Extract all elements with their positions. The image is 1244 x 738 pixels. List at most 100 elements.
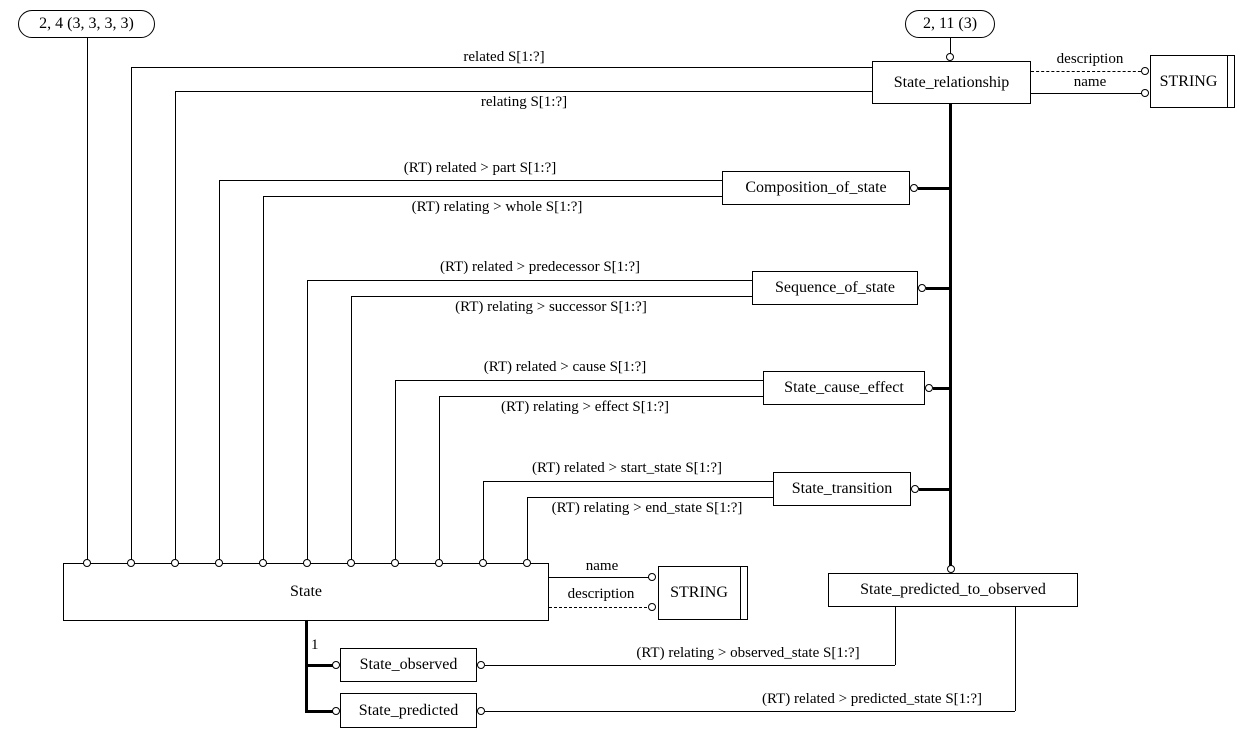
entity-state-relationship-label: State_relationship xyxy=(893,73,1010,91)
subtype-stub-predicted xyxy=(305,710,333,713)
circle-predicted-state-at-predicted xyxy=(477,707,485,715)
entity-state-transition: State_transition xyxy=(773,472,911,506)
entity-state-transition-label: State_transition xyxy=(791,480,893,497)
label-part: (RT) related > part S[1:?] xyxy=(403,160,557,176)
line-end-state-drop xyxy=(527,497,528,563)
line-name-top xyxy=(1031,93,1146,94)
line-description-bottom-dashed xyxy=(549,607,652,608)
line-part xyxy=(219,180,722,181)
label-predicted-state: (RT) related > predicted_state S[1:?] xyxy=(762,691,982,707)
circle-subtype-cause-effect xyxy=(925,384,933,392)
entity-state-cause-effect-label: State_cause_effect xyxy=(784,379,904,396)
circle-subtype-sequence xyxy=(918,284,926,292)
circle-subtype-transition xyxy=(911,485,919,493)
entity-state-observed-label: State_observed xyxy=(359,656,458,673)
label-start-state: (RT) related > start_state S[1:?] xyxy=(532,460,722,476)
entity-state-relationship: State_relationship xyxy=(872,61,1031,104)
line-cause xyxy=(395,380,763,381)
circle-subtype-composition xyxy=(910,184,918,192)
circle-relating-at-state xyxy=(171,559,179,567)
line-observed-state-riser xyxy=(895,607,896,665)
label-relating: relating S[1:?] xyxy=(480,94,568,110)
line-description-top-dashed xyxy=(1031,71,1146,72)
circle-end-state-at-state xyxy=(523,559,531,567)
label-related: related S[1:?] xyxy=(463,49,545,65)
line-successor-drop xyxy=(351,296,352,563)
supertype-line-state-relationship xyxy=(949,104,952,567)
line-pageref-relationship-drop xyxy=(950,38,951,57)
circle-description-at-string-top xyxy=(1141,67,1149,75)
label-name-bottom: name xyxy=(585,558,619,574)
entity-composition-of-state: Composition_of_state xyxy=(722,171,910,205)
circle-part-at-state xyxy=(215,559,223,567)
label-end-state: (RT) relating > end_state S[1:?] xyxy=(551,500,743,516)
label-whole: (RT) relating > whole S[1:?] xyxy=(411,199,583,215)
line-observed-state xyxy=(485,665,895,666)
entity-sequence-of-state-label: Sequence_of_state xyxy=(775,279,895,296)
circle-cause-at-state xyxy=(391,559,399,567)
page-ref-state: 2, 4 (3, 3, 3, 3) xyxy=(18,10,155,38)
entity-state-predicted-to-observed: State_predicted_to_observed xyxy=(828,573,1078,607)
entity-state-observed: State_observed xyxy=(340,648,477,682)
circle-subtype-predicted-to-observed xyxy=(947,565,955,573)
line-related xyxy=(131,67,872,68)
circle-related-at-state xyxy=(127,559,135,567)
line-effect-drop xyxy=(439,396,440,563)
line-predecessor-drop xyxy=(307,280,308,563)
circle-name-at-string-top xyxy=(1141,89,1149,97)
supertype-line-state xyxy=(305,621,308,713)
defined-type-double-line xyxy=(1227,56,1228,107)
circle-subtype-predicted xyxy=(332,707,340,715)
type-string-bottom-label: STRING xyxy=(670,584,728,601)
label-subtype-constraint-one: 1 xyxy=(311,637,319,653)
entity-state-predicted: State_predicted xyxy=(340,693,477,728)
line-start-state xyxy=(483,481,773,482)
type-string-top-label: STRING xyxy=(1159,72,1218,90)
line-successor xyxy=(351,296,752,297)
circle-start-state-at-state xyxy=(479,559,487,567)
line-predecessor xyxy=(307,280,752,281)
circle-predecessor-at-state xyxy=(303,559,311,567)
label-name-top: name xyxy=(1073,74,1107,90)
line-name-bottom xyxy=(549,577,652,578)
entity-composition-of-state-label: Composition_of_state xyxy=(745,179,887,196)
subtype-stub-cause-effect xyxy=(933,387,952,390)
circle-whole-at-state xyxy=(259,559,267,567)
label-effect: (RT) relating > effect S[1:?] xyxy=(500,399,670,415)
label-description-bottom: description xyxy=(567,586,635,602)
line-pageref-state-drop xyxy=(87,38,88,563)
line-related-drop xyxy=(131,67,132,563)
line-part-drop xyxy=(219,180,220,563)
line-whole-drop xyxy=(263,196,264,563)
label-observed-state: (RT) relating > observed_state S[1:?] xyxy=(636,645,860,661)
line-relating xyxy=(175,91,872,92)
subtype-stub-composition xyxy=(918,187,952,190)
subtype-stub-transition xyxy=(919,488,952,491)
line-end-state xyxy=(527,497,773,498)
circle-successor-at-state xyxy=(347,559,355,567)
circle-description-at-string-bottom xyxy=(648,603,656,611)
defined-type-double-line xyxy=(740,567,741,619)
circle-subtype-observed xyxy=(332,661,340,669)
entity-state-predicted-to-observed-label: State_predicted_to_observed xyxy=(860,581,1046,598)
line-whole xyxy=(263,196,722,197)
label-successor: (RT) relating > successor S[1:?] xyxy=(455,299,647,315)
subtype-stub-observed xyxy=(305,664,333,667)
circle-effect-at-state xyxy=(435,559,443,567)
entity-state-predicted-label: State_predicted xyxy=(358,701,459,719)
label-cause: (RT) related > cause S[1:?] xyxy=(483,359,647,375)
label-predecessor: (RT) related > predecessor S[1:?] xyxy=(440,259,640,275)
type-string-top: STRING xyxy=(1150,55,1235,108)
subtype-stub-sequence xyxy=(926,287,952,290)
circle-observed-state-at-observed xyxy=(477,661,485,669)
entity-state-label: State xyxy=(290,583,322,600)
line-cause-drop xyxy=(395,380,396,563)
line-relating-drop xyxy=(175,91,176,563)
line-predicted-state xyxy=(485,711,1015,712)
line-start-state-drop xyxy=(483,481,484,563)
entity-state: State xyxy=(63,563,549,621)
type-string-bottom: STRING xyxy=(658,566,748,620)
page-ref-state-label: 2, 4 (3, 3, 3, 3) xyxy=(39,15,134,32)
page-ref-relationship: 2, 11 (3) xyxy=(905,10,995,38)
